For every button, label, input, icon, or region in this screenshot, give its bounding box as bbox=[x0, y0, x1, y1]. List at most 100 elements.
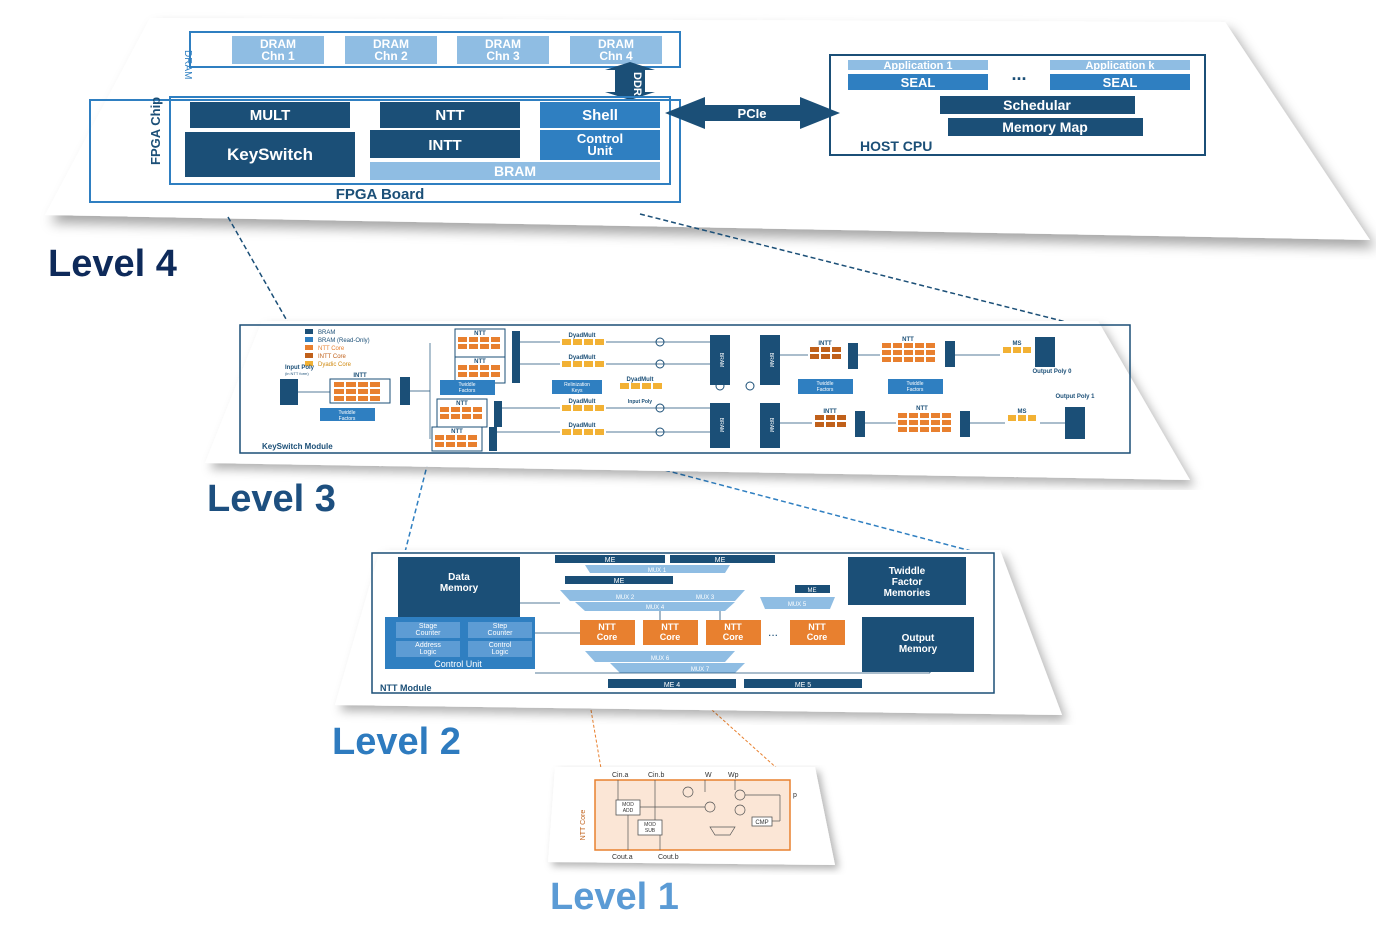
ntt-label: NTT bbox=[435, 107, 464, 124]
mux2-3 bbox=[560, 590, 745, 601]
out-bram-1 bbox=[1065, 407, 1085, 439]
mid-brams bbox=[710, 335, 780, 448]
dram-label: DRAM bbox=[182, 50, 193, 79]
me4-label: ME 4 bbox=[664, 682, 680, 689]
intt-label: INTT bbox=[428, 137, 461, 154]
dram-channel-3 bbox=[457, 36, 549, 64]
mux1 bbox=[585, 565, 730, 573]
dyadmult-4: DyadMult bbox=[569, 399, 596, 405]
connector-l3-right bbox=[633, 461, 976, 553]
mult-block bbox=[190, 102, 350, 128]
twiddle-left bbox=[320, 408, 375, 421]
ms-1: MS bbox=[1013, 341, 1022, 347]
control-unit-block bbox=[540, 130, 660, 160]
dyadmult-2: DyadMult bbox=[569, 355, 596, 361]
keyswitch-module-box bbox=[239, 324, 1131, 454]
me-n-4 bbox=[795, 585, 830, 593]
mux3-label: MUX 3 bbox=[696, 595, 715, 601]
cmp-block bbox=[751, 816, 773, 827]
fpga-chip-box bbox=[89, 99, 681, 203]
level3-plane: BRAM BRAM (Read-Only) NTT Core INTT Core… bbox=[205, 321, 1190, 480]
ntt-cores-grid bbox=[435, 337, 500, 447]
bram-b: BRAM bbox=[768, 353, 774, 367]
ntt-core-3 bbox=[706, 620, 761, 645]
intt-cores bbox=[334, 382, 380, 401]
pcie-label: PCIe bbox=[738, 106, 767, 121]
app1-label: Application 1 bbox=[883, 60, 952, 72]
twiddle-right-1 bbox=[798, 379, 853, 394]
ms-2: MS bbox=[1018, 409, 1027, 415]
output-memory bbox=[862, 617, 974, 672]
legend-swatch-bram bbox=[305, 329, 313, 334]
cin-b: Cin.b bbox=[648, 772, 664, 779]
dram-channel-2 bbox=[345, 36, 437, 64]
ntt-column: NTT NTT NTT NTT bbox=[431, 328, 506, 452]
mux4-label: MUX 4 bbox=[646, 605, 665, 611]
ntt-label-1: NTT bbox=[474, 331, 486, 337]
connector-l2-left bbox=[590, 709, 604, 781]
l3-wires bbox=[298, 341, 1065, 439]
legend-swatch-dyadic bbox=[305, 361, 313, 366]
control-unit-label: Control Unit bbox=[434, 659, 482, 669]
keyswitch-block bbox=[185, 132, 355, 177]
ntt-out-brams bbox=[489, 331, 520, 451]
keyswitch-module-label: KeySwitch Module bbox=[262, 442, 333, 451]
seal-block-2 bbox=[1050, 74, 1190, 90]
right-intt-ntt: INTT INTT NTT NTT bbox=[810, 337, 970, 437]
host-cpu-box bbox=[829, 54, 1206, 156]
cout-a: Cout.a bbox=[612, 854, 633, 861]
p-label: p bbox=[793, 792, 797, 799]
appk-block bbox=[1050, 60, 1190, 70]
me5-label: ME 5 bbox=[795, 682, 811, 689]
twiddle-mid bbox=[440, 380, 495, 395]
intt-right-1: INTT bbox=[818, 341, 832, 347]
ntt-core-2 bbox=[643, 620, 698, 645]
level1-label: Level 1 bbox=[550, 876, 679, 918]
intt-right-2: INTT bbox=[823, 409, 837, 415]
address-logic bbox=[396, 641, 460, 657]
dram-channel-1 bbox=[232, 36, 324, 64]
control-logic bbox=[468, 641, 532, 657]
level3-label: Level 3 bbox=[207, 478, 336, 520]
keyswitch-label: KeySwitch bbox=[227, 145, 313, 164]
legend-swatch-intt bbox=[305, 353, 313, 358]
connector-l4-left bbox=[227, 216, 291, 327]
ntt-module-label: NTT Module bbox=[380, 683, 432, 693]
appk-label: Application k bbox=[1085, 60, 1155, 72]
l2-wires bbox=[520, 602, 931, 674]
data-memory bbox=[398, 557, 520, 619]
stage-counter bbox=[396, 622, 460, 638]
level2-label: Level 2 bbox=[332, 721, 461, 763]
ntt-block bbox=[380, 102, 520, 128]
memory-map-block bbox=[948, 118, 1143, 136]
cmp-label: CMP bbox=[755, 820, 768, 826]
mux6 bbox=[585, 651, 735, 662]
shell-block bbox=[540, 102, 660, 128]
me-n-1 bbox=[555, 555, 665, 563]
twiddle-memories bbox=[848, 557, 966, 605]
intt-out-bram bbox=[400, 377, 410, 405]
mod-sub bbox=[637, 819, 663, 836]
legend-item-bram-ro: BRAM (Read-Only) bbox=[318, 338, 370, 344]
intt-label: INTT bbox=[353, 373, 367, 379]
output-poly-0: Output Poly 0 bbox=[1033, 369, 1073, 375]
ntt-label-4: NTT bbox=[451, 429, 463, 435]
dyadmult-5: DyadMult bbox=[569, 423, 596, 429]
mux2-label: MUX 2 bbox=[616, 595, 635, 601]
level4-label: Level 4 bbox=[48, 243, 177, 285]
input-poly-form: (in NTT form) bbox=[285, 371, 309, 376]
